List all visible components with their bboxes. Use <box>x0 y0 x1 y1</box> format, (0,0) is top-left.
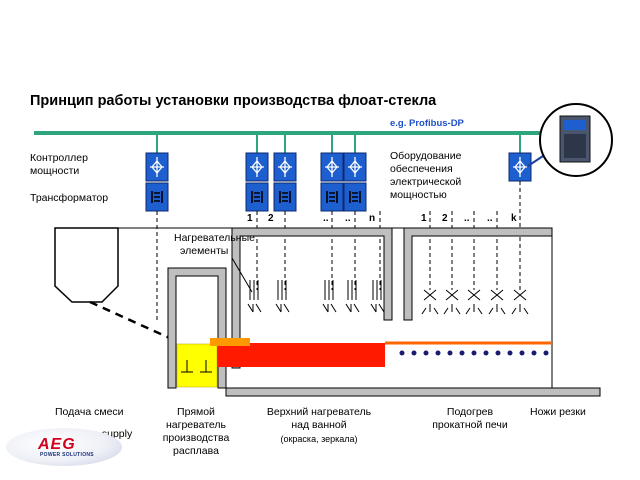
zone-number: 2 <box>442 213 448 224</box>
annealing-heaters <box>421 289 529 315</box>
heating-pointer <box>231 257 253 293</box>
furnace-walls <box>167 227 601 397</box>
upper-heater-label-line1: Верхний нагреватель <box>266 406 372 418</box>
heating-elements <box>247 280 385 313</box>
annealing-label-line2: прокатной печи <box>432 419 508 431</box>
transformer-module <box>273 182 297 212</box>
molten-glass-top-gradient <box>210 338 250 346</box>
upper-heater-label-line3: (окраска, зеркала) <box>280 434 358 444</box>
upper-heater-label-line2: над ванной <box>291 419 347 431</box>
zone-number: n <box>369 213 376 224</box>
controller-label-line1: Контроллер <box>30 152 88 164</box>
cutting-label: Ножи резки <box>530 406 586 418</box>
zone-number: 1 <box>247 213 253 224</box>
power-controllers <box>145 152 532 182</box>
power-controller-module <box>245 152 269 182</box>
power-controller-module <box>343 152 367 182</box>
heating-element-upper <box>345 280 360 313</box>
control-lines <box>156 181 521 320</box>
power-controller-module <box>320 152 344 182</box>
annealing-label-line1: Подогрев <box>446 406 494 418</box>
heating-element-upper <box>370 280 385 313</box>
batch-melt <box>176 343 218 388</box>
direct-heater-label-line1: Прямой <box>177 406 215 418</box>
aeg-logo-text: AEG <box>38 436 76 453</box>
direct-heater-label-line3: производства <box>162 432 230 444</box>
zone-number: .. <box>464 213 470 224</box>
equipment-label-line4: мощностью <box>390 189 447 201</box>
zone-number: k <box>511 213 517 224</box>
heating-element-upper <box>247 280 262 313</box>
transformer-module <box>145 182 169 212</box>
zone-number: 2 <box>268 213 274 224</box>
feed-dash <box>89 300 175 342</box>
heating-elements-label-line2: элементы <box>180 245 229 257</box>
power-controller-module <box>145 152 169 182</box>
bus-drops <box>156 133 521 153</box>
direct-heater-label-line4: расплава <box>173 445 219 457</box>
aeg-logo <box>6 428 122 466</box>
melter-electrodes <box>181 360 212 373</box>
transformers <box>145 182 367 212</box>
power-controller-module <box>508 152 532 182</box>
zone-number: .. <box>323 213 329 224</box>
batch-hopper <box>54 227 119 303</box>
transformer-module <box>320 182 344 212</box>
power-controller-module <box>273 152 297 182</box>
equipment-label-line1: Оборудование <box>390 150 462 162</box>
transformer-module <box>245 182 269 212</box>
feed-label: Подача смеси <box>55 406 124 418</box>
heating-element-upper <box>275 280 290 313</box>
equipment-label-line2: обеспечения <box>390 163 453 175</box>
zone-number: 1 <box>421 213 427 224</box>
zone-number: .. <box>345 213 351 224</box>
direct-heater-label-line2: нагреватель <box>166 419 226 431</box>
roller-dots <box>399 350 549 356</box>
heating-element-upper <box>322 280 337 313</box>
drive-cabinet-icon <box>559 115 591 163</box>
transformer-label: Трансформатор <box>30 192 109 204</box>
molten-glass <box>218 343 385 367</box>
aeg-logo-subtitle: POWER SOLUTIONS <box>40 452 94 458</box>
diagram-title: Принцип работы установки производства фл… <box>30 93 437 109</box>
equipment-label-line3: электрической <box>390 176 462 188</box>
profibus-label: e.g. Profibus-DP <box>390 118 464 129</box>
heating-elements-label-line1: Нагревательные <box>174 232 255 244</box>
controller-label-line2: мощности <box>30 165 80 177</box>
zone-number: .. <box>487 213 493 224</box>
transformer-module <box>343 182 367 212</box>
